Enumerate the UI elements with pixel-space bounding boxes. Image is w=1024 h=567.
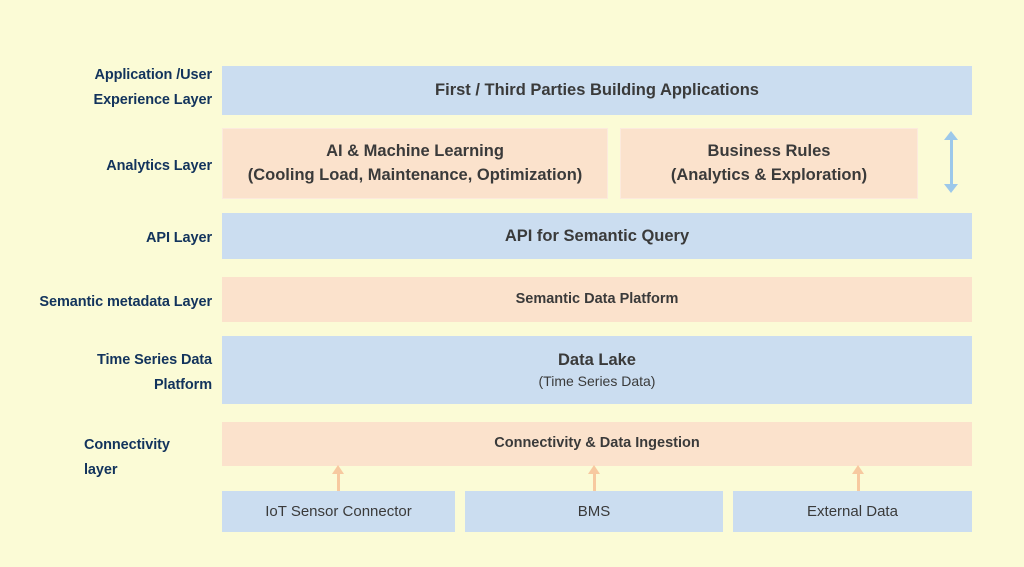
layer-label-connectivity-line1: Connectivity (84, 437, 170, 453)
arrow-down-head (944, 184, 958, 193)
analytics-box-ai-machine-learning[interactable]: AI & Machine Learning (Cooling Load, Mai… (222, 128, 608, 199)
band-api-layer[interactable]: API for Semantic Query (222, 213, 972, 259)
source-box-external-data-label: External Data (807, 503, 898, 520)
source-box-iot-label: IoT Sensor Connector (265, 503, 412, 520)
arrow-shaft (337, 473, 340, 491)
layer-label-application-line2: Experience Layer (93, 91, 213, 108)
band-data-lake-subtitle: (Time Series Data) (538, 372, 656, 389)
layer-label-api: API Layer (10, 226, 212, 251)
band-application-layer[interactable]: First / Third Parties Building Applicati… (222, 66, 972, 115)
band-application-title: First / Third Parties Building Applicati… (435, 81, 759, 100)
layer-label-application-line1: Application /User (94, 67, 212, 83)
band-api-title: API for Semantic Query (504, 226, 690, 245)
source-box-external-data[interactable]: External Data (733, 491, 972, 532)
band-connectivity-data-ingestion[interactable]: Connectivity & Data Ingestion (222, 422, 972, 466)
analytics-box-ai-line1: AI & Machine Learning (326, 141, 504, 160)
band-semantic-title: Semantic Data Platform (515, 290, 679, 307)
layer-label-application: Application /User Experience Layer (10, 63, 213, 112)
analytics-box-business-rules-line2: (Analytics & Exploration) (670, 165, 868, 184)
layer-label-connectivity-line2: layer (84, 461, 118, 478)
arrow-shaft (949, 139, 953, 185)
arrow-up-down-icon (943, 131, 959, 193)
source-box-bms-label: BMS (577, 503, 611, 520)
band-connectivity-title: Connectivity & Data Ingestion (494, 435, 700, 452)
layer-label-timeseries-line1: Time Series Data (96, 352, 212, 368)
arrow-up-icon-external-data (851, 465, 865, 491)
arrow-head (332, 465, 344, 474)
arrow-shaft (857, 473, 860, 491)
layer-label-connectivity: Connectivity layer (84, 433, 212, 482)
layer-label-semantic-text: Semantic metadata Layer (39, 294, 212, 310)
arrow-head (852, 465, 864, 474)
band-data-lake-title: Data Lake (558, 351, 636, 370)
arrow-up-icon-iot-sensor (331, 465, 345, 491)
analytics-box-business-rules-line1: Business Rules (707, 141, 831, 160)
arrow-up-head (944, 131, 958, 140)
band-data-lake[interactable]: Data Lake (Time Series Data) (222, 336, 972, 404)
band-semantic-metadata-layer[interactable]: Semantic Data Platform (222, 277, 972, 322)
analytics-box-ai-line2: (Cooling Load, Maintenance, Optimization… (247, 165, 583, 184)
arrow-up-icon-bms (587, 465, 601, 491)
source-box-iot-sensor-connector[interactable]: IoT Sensor Connector (222, 491, 455, 532)
layer-label-semantic-metadata: Semantic metadata Layer (2, 290, 212, 315)
layer-label-analytics-text: Analytics Layer (106, 158, 212, 174)
arrow-shaft (593, 473, 596, 491)
layer-label-api-text: API Layer (146, 230, 212, 246)
source-box-bms[interactable]: BMS (465, 491, 723, 532)
arrow-head (588, 465, 600, 474)
layer-label-time-series-platform: Time Series Data Platform (10, 348, 212, 397)
layer-label-timeseries-line2: Platform (153, 376, 212, 393)
analytics-box-business-rules[interactable]: Business Rules (Analytics & Exploration) (620, 128, 918, 199)
layer-label-analytics: Analytics Layer (10, 154, 212, 179)
